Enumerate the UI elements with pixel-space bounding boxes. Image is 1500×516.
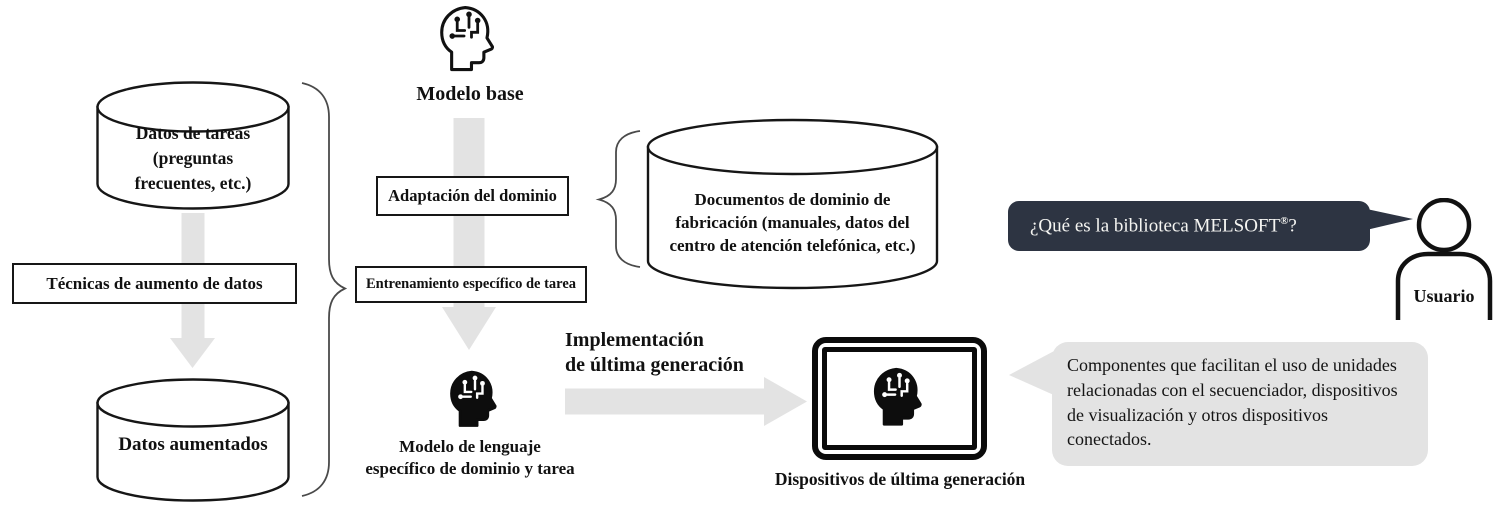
answer-bubble: Componentes que facilitan el uso de unid… <box>1052 342 1428 466</box>
brain-head-solid-icon <box>873 367 922 426</box>
gray-bubble-pointer <box>1009 350 1056 396</box>
question-prefix: ¿Qué es la biblioteca MELSOFT <box>1030 215 1281 237</box>
registered-mark: ® <box>1280 214 1289 227</box>
documentos-line2: fabricación (manuales, datos del <box>675 213 910 232</box>
cylinder-documentos <box>646 118 939 290</box>
cylinder-datos-aumentados <box>96 378 290 502</box>
datos-tareas-line2: (preguntas <box>152 148 234 168</box>
right-arrow-deploy <box>565 377 807 426</box>
box-tecnicas-aumento: Técnicas de aumento de datos <box>12 263 297 304</box>
modelo-lenguaje-line1: Modelo de lenguaje <box>399 437 541 456</box>
curly-brace-documents <box>595 130 641 268</box>
dispositivos-label: Dispositivos de última generación <box>774 469 1026 489</box>
modelo-lenguaje-label: Modelo de lenguaje específico de dominio… <box>345 436 595 479</box>
brain-head-outline-icon <box>440 5 495 72</box>
cylinder-documentos-label: Documentos de dominio de fabricación (ma… <box>652 188 933 257</box>
brain-head-solid-icon <box>450 370 497 427</box>
answer-text: Componentes que facilitan el uso de unid… <box>1067 355 1398 450</box>
monitor-brain-icon <box>812 337 987 460</box>
cylinder-datos-tareas-label: Datos de tareas (preguntas frecuentes, e… <box>108 121 278 196</box>
question-bubble: ¿Qué es la biblioteca MELSOFT®? <box>1008 201 1370 251</box>
implementacion-line1: Implementación <box>565 329 704 351</box>
modelo-lenguaje-line2: específico de dominio y tarea <box>365 458 575 478</box>
box-entrenamiento-tarea: Entrenamiento específico de tarea <box>355 266 587 303</box>
question-suffix: ? <box>1288 215 1297 237</box>
datos-tareas-line3: frecuentes, etc.) <box>134 173 252 193</box>
cylinder-datos-aumentados-label: Datos aumentados <box>118 434 268 455</box>
question-text: ¿Qué es la biblioteca MELSOFT®? <box>1030 215 1297 237</box>
down-arrow-middle <box>442 118 496 350</box>
user-icon <box>1395 198 1493 320</box>
monitor-screen <box>822 347 977 450</box>
box-adaptacion-dominio: Adaptación del dominio <box>376 176 569 216</box>
implementacion-line2: de última generación <box>565 354 744 376</box>
dark-bubble-pointer <box>1362 208 1413 231</box>
modelo-base-label: Modelo base <box>416 83 524 105</box>
documentos-line1: Documentos de dominio de <box>694 190 891 209</box>
implementacion-label: Implementación de última generación <box>565 328 825 378</box>
datos-tareas-line1: Datos de tareas <box>135 123 251 143</box>
usuario-label: Usuario <box>1413 286 1475 306</box>
cylinder-datos-tareas <box>96 81 290 210</box>
curly-brace-left-group <box>301 82 348 497</box>
documentos-line3: centro de atención telefónica, etc.) <box>669 236 916 255</box>
